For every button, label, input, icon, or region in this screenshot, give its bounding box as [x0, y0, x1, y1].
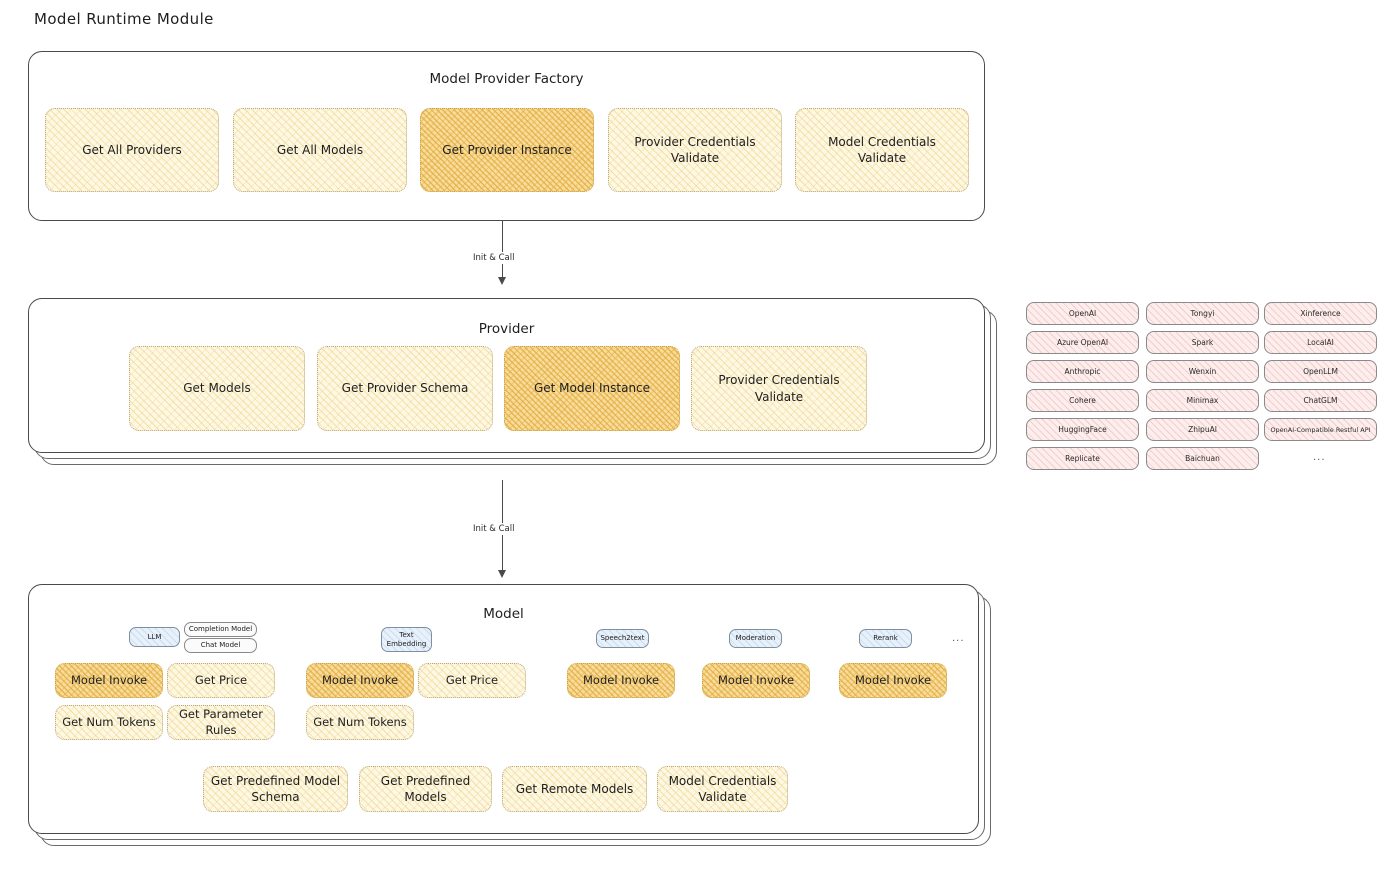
provider-pill-wenxin[interactable]: Wenxin	[1146, 360, 1259, 383]
node-provider-credentials-validate[interactable]: Provider Credentials Validate	[691, 346, 867, 431]
provider-pill-minimax[interactable]: Minimax	[1146, 389, 1259, 412]
arrow-factory-to-provider-head	[498, 277, 506, 285]
node-get-all-providers[interactable]: Get All Providers	[45, 108, 219, 192]
node-rerank-model-invoke[interactable]: Model Invoke	[839, 663, 947, 698]
node-get-provider-schema[interactable]: Get Provider Schema	[317, 346, 493, 431]
badge-chat-model[interactable]: Chat Model	[184, 638, 257, 653]
provider-pill-xinference[interactable]: Xinference	[1264, 302, 1377, 325]
node-text-embedding-get-price[interactable]: Get Price	[418, 663, 526, 698]
model-types-more-mark: ...	[952, 633, 965, 644]
page-title: Model Runtime Module	[34, 10, 214, 28]
provider-pill-tongyi[interactable]: Tongyi	[1146, 302, 1259, 325]
provider-pill-spark[interactable]: Spark	[1146, 331, 1259, 354]
node-llm-model-invoke[interactable]: Model Invoke	[55, 663, 163, 698]
arrow-provider-to-model-head	[498, 570, 506, 578]
node-get-remote-models[interactable]: Get Remote Models	[502, 766, 647, 812]
provider-title: Provider	[478, 321, 535, 337]
node-get-models[interactable]: Get Models	[129, 346, 305, 431]
node-text-embedding-model-invoke[interactable]: Model Invoke	[306, 663, 414, 698]
provider-pill-openllm[interactable]: OpenLLM	[1264, 360, 1377, 383]
factory-title: Model Provider Factory	[429, 71, 584, 87]
node-get-predefined-models[interactable]: Get Predefined Models	[359, 766, 492, 812]
provider-pill-openai[interactable]: OpenAI	[1026, 302, 1139, 325]
node-model-credentials-validate-factory[interactable]: Model Credentials Validate	[795, 108, 969, 192]
badge-moderation[interactable]: Moderation	[729, 629, 782, 648]
model-title: Model	[483, 606, 524, 622]
node-speech2text-model-invoke[interactable]: Model Invoke	[567, 663, 675, 698]
provider-pill-chatglm[interactable]: ChatGLM	[1264, 389, 1377, 412]
provider-pill-azure-openai[interactable]: Azure OpenAI	[1026, 331, 1139, 354]
badge-text-embedding[interactable]: Text Embedding	[381, 627, 432, 652]
node-get-model-instance[interactable]: Get Model Instance	[504, 346, 680, 431]
node-moderation-model-invoke[interactable]: Model Invoke	[702, 663, 810, 698]
node-get-predefined-model-schema[interactable]: Get Predefined Model Schema	[203, 766, 348, 812]
provider-pill-huggingface[interactable]: HuggingFace	[1026, 418, 1139, 441]
arrow-provider-to-model-label: Init & Call	[469, 523, 519, 535]
badge-speech2text[interactable]: Speech2text	[596, 629, 649, 648]
provider-pill-openai-compatible-restful-api[interactable]: OpenAI-Compatible Restful API	[1264, 418, 1377, 441]
node-provider-credentials-validate-factory[interactable]: Provider Credentials Validate	[608, 108, 782, 192]
provider-pill-zhipuai[interactable]: ZhipuAI	[1146, 418, 1259, 441]
node-llm-get-parameter-rules[interactable]: Get Parameter Rules	[167, 705, 275, 740]
node-llm-get-num-tokens[interactable]: Get Num Tokens	[55, 705, 163, 740]
node-model-credentials-validate-model[interactable]: Model Credentials Validate	[657, 766, 788, 812]
provider-pill-cohere[interactable]: Cohere	[1026, 389, 1139, 412]
provider-list-more-mark: ...	[1313, 452, 1326, 463]
node-get-all-models[interactable]: Get All Models	[233, 108, 407, 192]
provider-pill-anthropic[interactable]: Anthropic	[1026, 360, 1139, 383]
arrow-factory-to-provider-line	[502, 221, 503, 281]
badge-completion-model[interactable]: Completion Model	[184, 622, 257, 637]
provider-pill-localai[interactable]: LocalAI	[1264, 331, 1377, 354]
node-llm-get-price[interactable]: Get Price	[167, 663, 275, 698]
provider-pill-replicate[interactable]: Replicate	[1026, 447, 1139, 470]
arrow-factory-to-provider-label: Init & Call	[469, 252, 519, 264]
badge-llm[interactable]: LLM	[129, 627, 180, 647]
badge-rerank[interactable]: Rerank	[859, 629, 912, 648]
node-get-provider-instance[interactable]: Get Provider Instance	[420, 108, 594, 192]
provider-pill-baichuan[interactable]: Baichuan	[1146, 447, 1259, 470]
node-text-embedding-get-num-tokens[interactable]: Get Num Tokens	[306, 705, 414, 740]
